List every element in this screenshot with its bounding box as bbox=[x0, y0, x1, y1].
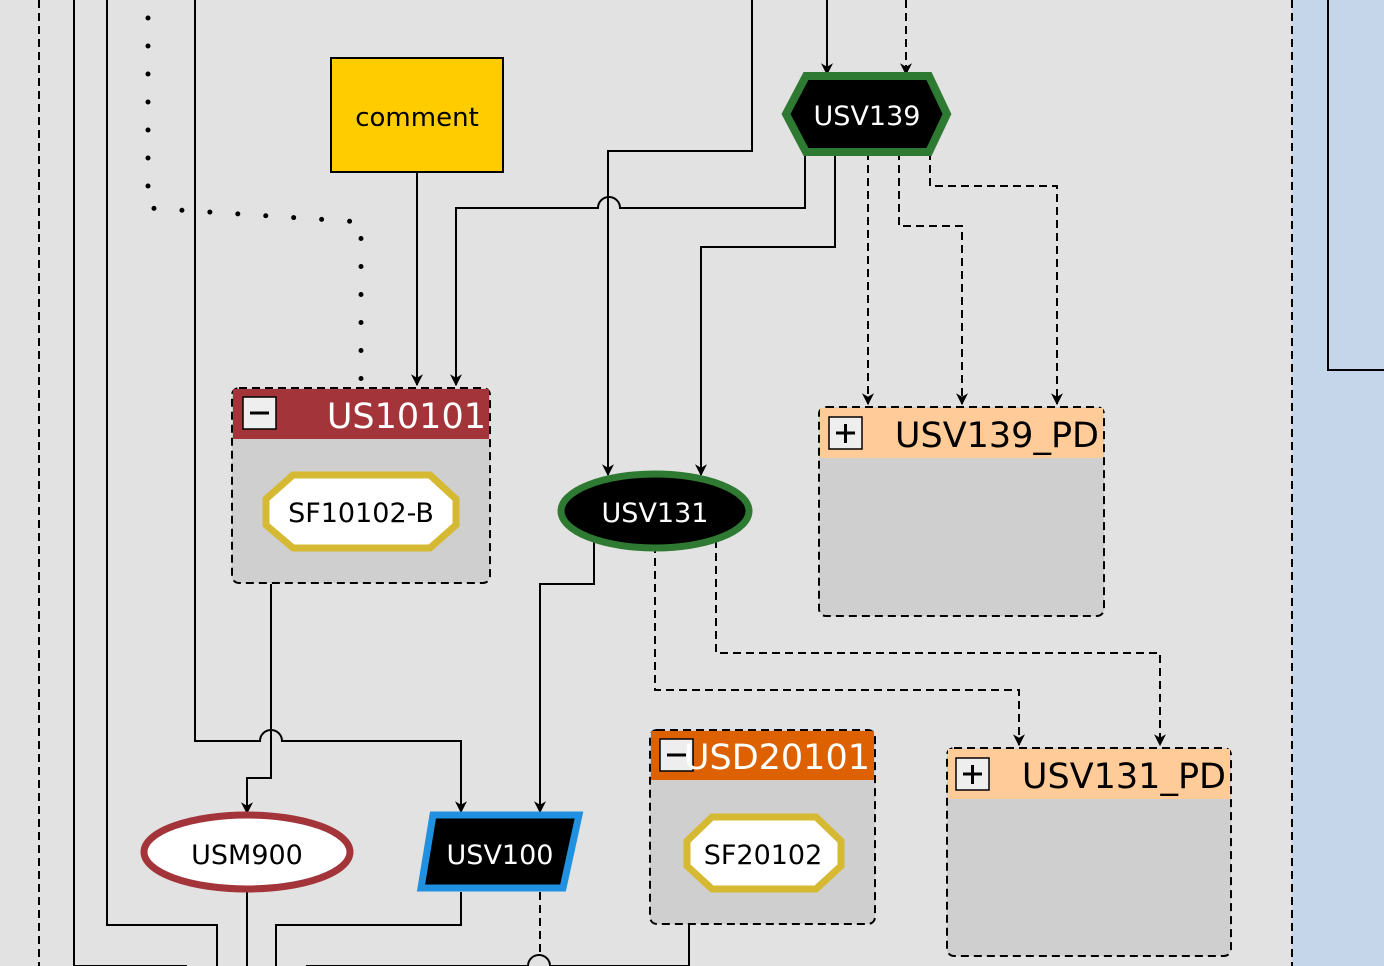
node-sf20102-label: SF20102 bbox=[704, 840, 823, 871]
edge-us10101-to-usm900 bbox=[241, 584, 272, 815]
node-usm900[interactable]: USM900 bbox=[140, 811, 354, 893]
group-usv139-pd-label: USV139_PD bbox=[895, 416, 1099, 456]
node-usv139[interactable]: USV139 bbox=[781, 72, 952, 156]
edge-usv139-to-pd-2 bbox=[898, 152, 968, 406]
node-usv131-label: USV131 bbox=[602, 498, 709, 529]
node-sf20102[interactable]: SF20102 bbox=[683, 813, 845, 893]
comment-note[interactable]: comment bbox=[330, 57, 504, 173]
expand-toggle-usv131-pd[interactable] bbox=[955, 757, 990, 791]
node-sf10102b-label: SF10102-B bbox=[288, 498, 434, 529]
group-usv131-pd-label: USV131_PD bbox=[1022, 757, 1226, 797]
comment-label: comment bbox=[355, 103, 479, 133]
node-usm900-label: USM900 bbox=[191, 840, 303, 871]
group-usv139-pd[interactable]: USV139_PD bbox=[818, 406, 1105, 617]
side-panel-edge bbox=[1327, 0, 1384, 371]
edges bbox=[73, 0, 1166, 966]
node-usv100-label: USV100 bbox=[447, 840, 554, 871]
edge bbox=[275, 892, 462, 966]
group-usv139-pd-header bbox=[820, 408, 1103, 458]
edge bbox=[106, 0, 218, 966]
expand-toggle-usv139-pd[interactable] bbox=[828, 416, 863, 450]
group-usv131-pd-header bbox=[948, 749, 1230, 799]
node-usv139-label: USV139 bbox=[814, 101, 921, 132]
node-usv100[interactable]: USV100 bbox=[416, 811, 584, 892]
edge-usv131-to-pd-1 bbox=[654, 545, 1025, 747]
collapse-toggle-us10101[interactable] bbox=[242, 396, 277, 430]
collapse-toggle-usd20101[interactable] bbox=[659, 738, 694, 772]
edge-top-to-usv131 bbox=[602, 0, 753, 477]
edge-usv131-to-usv100 bbox=[534, 540, 595, 814]
group-us10101-label: US10101 bbox=[327, 397, 486, 437]
group-usd20101-label: USD20101 bbox=[684, 738, 870, 778]
node-usv131[interactable]: USV131 bbox=[557, 470, 753, 552]
edge-usv139-to-usv131 bbox=[695, 152, 836, 477]
node-sf10102b[interactable]: SF10102-B bbox=[262, 471, 460, 552]
edge-usv131-to-pd-2 bbox=[715, 540, 1166, 747]
edge-usv139-to-pd-3 bbox=[929, 152, 1063, 406]
group-usv131-pd[interactable]: USV131_PD bbox=[946, 747, 1232, 957]
